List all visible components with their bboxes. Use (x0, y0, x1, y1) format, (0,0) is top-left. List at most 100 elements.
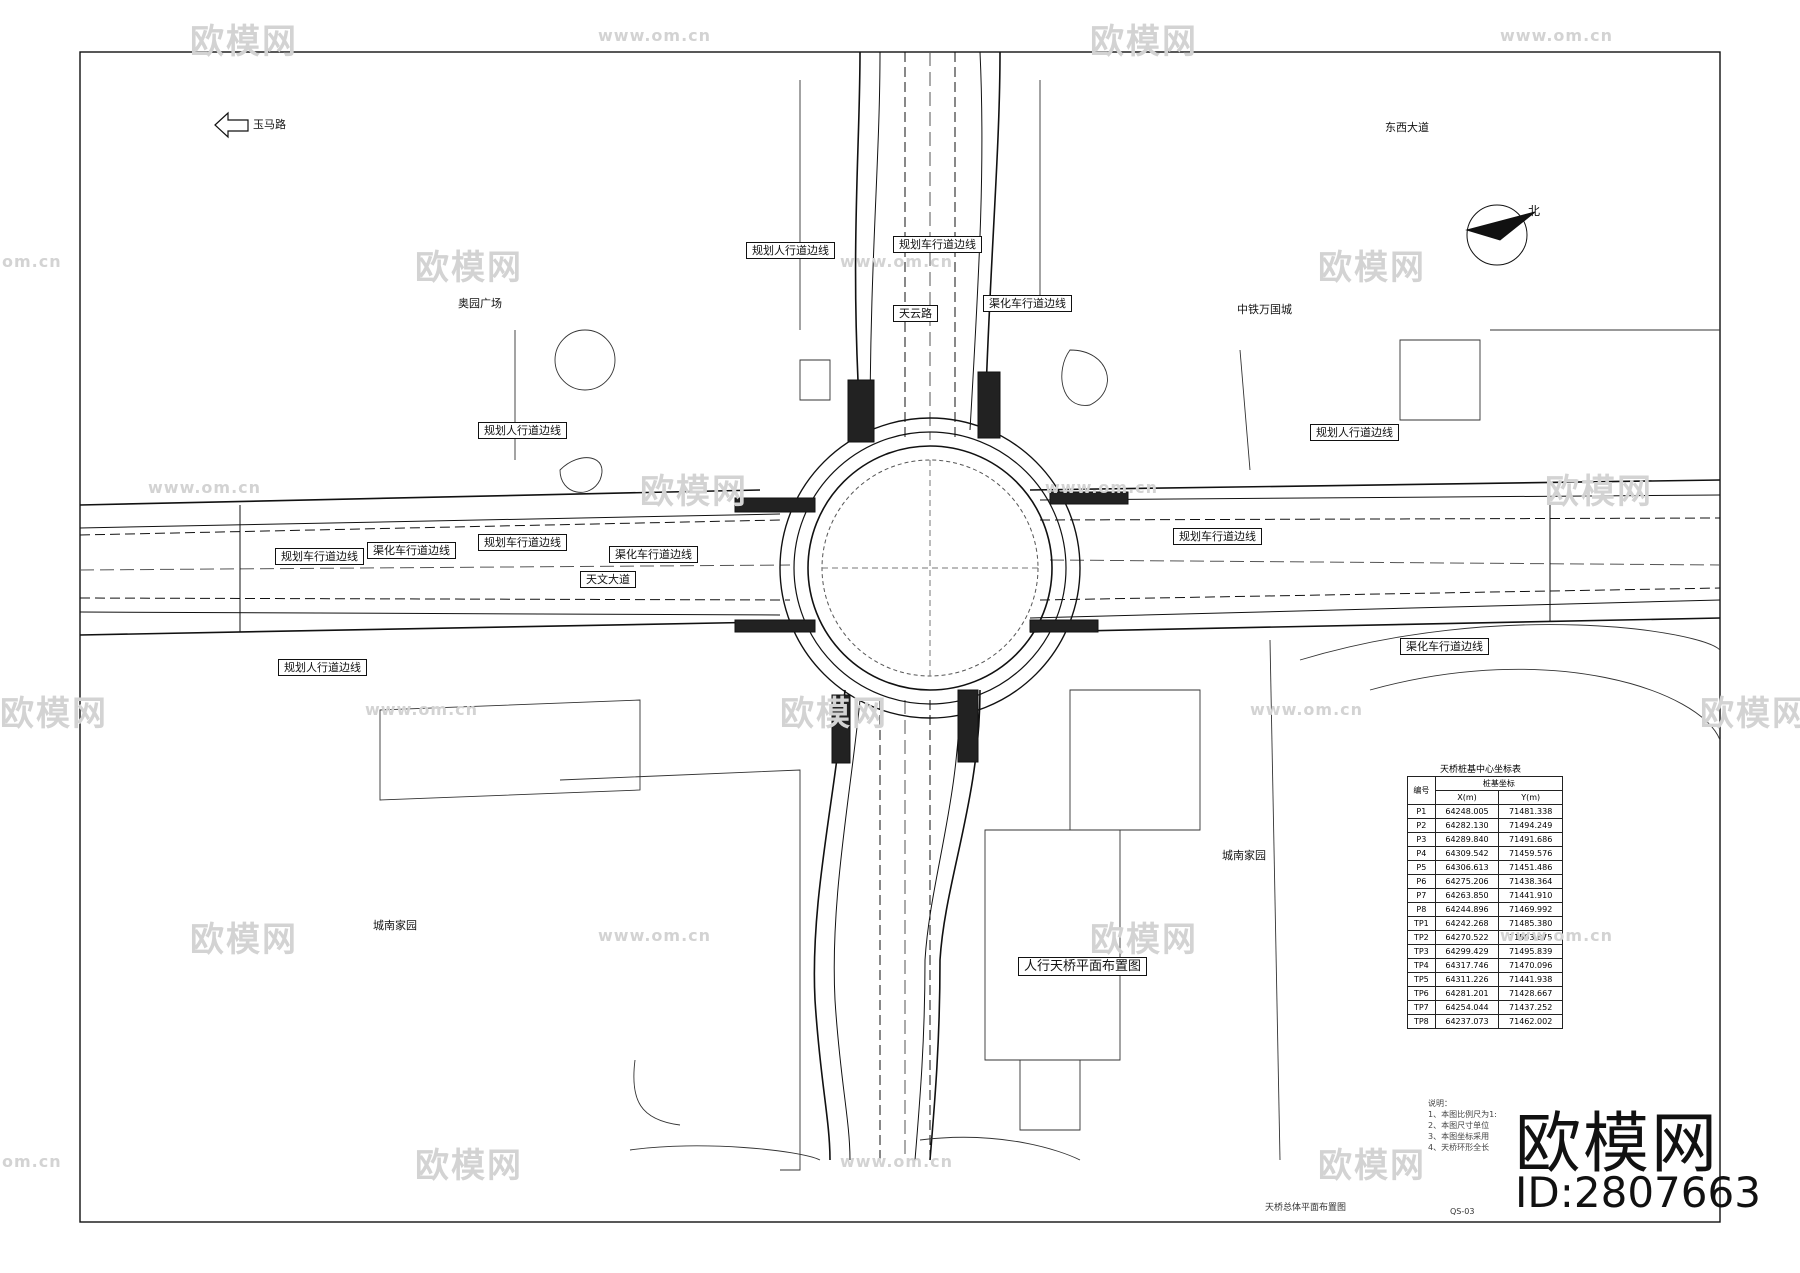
label-zhongtie-city: 中铁万国城 (1237, 303, 1292, 316)
coord-table-cell: 71428.667 (1498, 986, 1563, 1001)
coord-table-cell: 71485.380 (1498, 916, 1563, 931)
label-channel-lane-w2: 渠化车行道边线 (609, 546, 698, 563)
coord-table-cell: 71495.839 (1498, 944, 1563, 959)
coord-table-cell: TP6 (1407, 986, 1436, 1001)
coord-table-cell: 71491.686 (1498, 832, 1563, 847)
coord-table-cell: 64311.226 (1434, 972, 1500, 987)
coord-table-cell: 64263.850 (1434, 888, 1500, 903)
coord-table-cell: 71437.252 (1498, 1000, 1563, 1015)
notes-title: 说明： (1428, 1099, 1452, 1108)
coord-table-cell: P1 (1407, 804, 1436, 819)
coord-table-cell: 71470.096 (1498, 958, 1563, 973)
drawing-frame (79, 51, 1721, 1223)
label-north: 北 (1528, 204, 1541, 218)
coord-table-cell: 64289.840 (1434, 832, 1500, 847)
coord-table-cell: P4 (1407, 846, 1436, 861)
coord-table-cell: P8 (1407, 902, 1436, 917)
coord-table-cell: TP4 (1407, 958, 1436, 973)
coord-table-cell: 71459.576 (1498, 846, 1563, 861)
note-1: 1、本图比例尺为1: (1428, 1110, 1497, 1119)
coord-table-cell: TP7 (1407, 1000, 1436, 1015)
coord-table-cell: 71438.364 (1498, 874, 1563, 889)
label-tianwen-avenue: 天文大道 (580, 571, 636, 588)
coord-table-cell: TP3 (1407, 944, 1436, 959)
note-4: 4、天桥环形全长 (1428, 1143, 1490, 1152)
coord-table-cell: 64237.073 (1434, 1014, 1500, 1029)
note-2: 2、本图尺寸单位 (1428, 1121, 1490, 1130)
label-planned-sidewalk-e: 规划人行道边线 (1310, 424, 1399, 441)
coord-table-cell: 64309.542 (1434, 846, 1500, 861)
coord-table-cell: P5 (1407, 860, 1436, 875)
west-arrow-icon (214, 111, 249, 139)
label-planned-lane-w: 规划车行道边线 (478, 534, 567, 551)
coord-table-cell: 71481.338 (1498, 804, 1563, 819)
label-planned-lane-e: 规划车行道边线 (1173, 528, 1262, 545)
east-west-road (79, 479, 1721, 636)
coord-table-cell: P7 (1407, 888, 1436, 903)
coord-table-cell: P3 (1407, 832, 1436, 847)
note-3: 3、本图坐标采用 (1428, 1132, 1490, 1141)
coord-table-cell: 71451.486 (1498, 860, 1563, 875)
label-planned-lane-w2: 规划车行道边线 (275, 548, 364, 565)
coord-col-point: 编号 (1407, 776, 1436, 805)
context-buildings (379, 80, 1721, 1171)
label-chengnan-east: 城南家园 (1222, 849, 1266, 862)
coord-table-cell: 64248.005 (1434, 804, 1500, 819)
label-tianyun-road: 天云路 (893, 305, 938, 322)
coord-table-cell: TP5 (1407, 972, 1436, 987)
roundabout-bridge (779, 417, 1081, 719)
label-dongxi-avenue: 东西大道 (1385, 121, 1429, 134)
drawing-number: QS-03 (1450, 1207, 1475, 1216)
bridge-stairs (734, 371, 1129, 764)
brand-logo-text: 欧模网 (1515, 1105, 1719, 1182)
label-channel-lane-w1: 渠化车行道边线 (367, 542, 456, 559)
coord-table-cell: 64244.896 (1434, 902, 1500, 917)
label-channel-lane-ne: 渠化车行道边线 (983, 295, 1072, 312)
coord-table-cell: TP8 (1407, 1014, 1436, 1029)
coord-table-cell: 64254.044 (1434, 1000, 1500, 1015)
north-south-road (813, 51, 1001, 1161)
north-arrow-icon (1465, 204, 1536, 266)
coord-table-cell: 71462.002 (1498, 1014, 1563, 1029)
coord-col-group: 桩基坐标 (1434, 776, 1564, 791)
label-planned-lane-n: 规划车行道边线 (893, 236, 982, 253)
coord-table-cell: 71469.992 (1498, 902, 1563, 917)
coord-table-cell: 71441.938 (1498, 972, 1563, 987)
model-id: ID:2807663 (1515, 1168, 1761, 1217)
coord-table-cell: P2 (1407, 818, 1436, 833)
coord-table-cell: 71494.249 (1498, 818, 1563, 833)
coord-table-cell: 64281.201 (1434, 986, 1500, 1001)
coord-table-cell: 71503.875 (1498, 930, 1563, 945)
drawing-title: 天桥总体平面布置图 (1265, 1203, 1347, 1213)
coord-table-cell: 64242.268 (1434, 916, 1500, 931)
notes: 说明： 1、本图比例尺为1: 2、本图尺寸单位 3、本图坐标采用 4、天桥环形全… (1428, 1098, 1497, 1153)
coord-col-y: Y(m) (1498, 790, 1563, 805)
label-planned-sidewalk-sw: 规划人行道边线 (278, 659, 367, 676)
coord-table-cell: 64299.429 (1434, 944, 1500, 959)
coord-table-cell: TP1 (1407, 916, 1436, 931)
label-planned-sidewalk-w: 规划人行道边线 (478, 422, 567, 439)
coord-table-cell: 64317.746 (1434, 958, 1500, 973)
label-bridge-note: 人行天桥平面布置图 (1018, 957, 1148, 976)
label-yuma-road: 玉马路 (253, 118, 286, 131)
coord-col-x: X(m) (1434, 790, 1500, 805)
coord-table-cell: P6 (1407, 874, 1436, 889)
coord-table-cell: TP2 (1407, 930, 1436, 945)
coord-table-cell: 71441.910 (1498, 888, 1563, 903)
